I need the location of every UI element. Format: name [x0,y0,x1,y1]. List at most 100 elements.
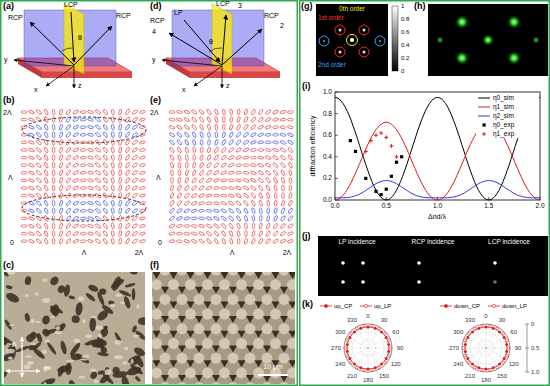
director-mark [87,209,93,213]
colorbar-tick: 0.8 [401,16,409,22]
director-mark [243,156,249,160]
domain-blob [124,282,135,288]
exp-point [379,131,383,135]
cell-centre [202,338,213,349]
cell-centre [228,272,239,276]
radial-tick: 0 [531,321,534,327]
director-mark [213,216,220,221]
director-mark [36,139,42,145]
cell-defect [187,301,195,308]
director-mark [185,162,188,168]
director-mark [21,179,27,182]
director-mark [59,192,63,199]
director-mark [21,187,27,190]
panel-letter: (d) [150,2,162,11]
director-mark [191,209,197,213]
cell-defect [221,272,229,279]
director-mark [132,200,138,206]
polar-grid [486,327,498,348]
director-mark [281,193,284,199]
panel-letter: (g) [301,2,313,11]
panel-letter: (a) [3,2,14,11]
cell-defect [246,316,254,323]
director-mark [103,177,108,183]
frame-title: LP incidence [318,236,396,246]
cell-defect [255,331,263,338]
director-mark [185,170,189,176]
legend-text: η2_sim [492,113,515,120]
director-mark [65,223,71,229]
director-mark [21,126,27,129]
domain-blob [41,315,50,325]
director-mark [28,178,35,183]
director-mark [170,170,173,176]
director-mark [80,126,86,129]
legend-sample [478,98,490,99]
domain-highlight [73,339,80,343]
director-mark [28,110,35,115]
director-mark [258,149,264,152]
axis-tick: 0.8 [323,110,332,117]
director-mark [272,109,279,114]
domain-blob [4,335,13,345]
director-mark [184,216,190,220]
director-mark [36,132,42,138]
director-mark [244,238,248,244]
domain-blob [68,295,75,300]
director-mark [177,154,181,161]
director-mark [266,215,270,221]
domain-blob [41,328,51,338]
director-mark [184,185,189,191]
director-mark [52,200,55,206]
director-mark [191,232,197,236]
director-mark [44,230,49,237]
director-mark [280,155,286,161]
director-mark [199,209,205,212]
polar-grid [462,324,510,372]
axis-tick: 2.0 [535,203,544,210]
director-mark [44,170,49,177]
director-mark [250,163,256,167]
director-mark [200,147,203,153]
polar-grid [486,336,507,348]
director-mark [280,231,286,237]
director-mark [132,238,138,244]
director-mark [125,192,130,198]
director-mark [95,124,101,130]
axis-tick: 0 [158,239,162,246]
polar-point [346,343,349,346]
director-mark [118,139,122,145]
director-mark [237,109,240,115]
cell-centre [287,279,295,290]
director-mark [36,109,42,115]
director-mark [191,239,198,244]
director-mark [228,171,234,175]
director-mark [236,171,242,174]
director-mark [118,230,122,236]
director-mark [274,208,278,214]
cell-centre [219,279,230,290]
director-mark [191,193,197,199]
director-mark [28,239,35,244]
cell-centre [279,323,290,334]
director-mark [251,208,255,215]
director-mark [176,216,183,221]
cell-defect [153,301,161,308]
director-mark [44,208,49,215]
director-mark [103,132,108,138]
axis-tick: 2Λ [135,249,144,256]
cell-centre [177,294,188,305]
director-mark [80,186,86,189]
director-mark [207,139,210,145]
cell-defect [170,360,178,367]
director-mark [287,118,293,121]
cell-defect [238,331,246,338]
cell-defect [212,316,220,323]
director-mark [221,216,227,222]
legend-sample [364,304,367,307]
director-mark [176,232,182,235]
director-mark [65,139,71,145]
director-mark [139,156,145,160]
polar-point [387,350,390,353]
director-mark [36,200,42,206]
